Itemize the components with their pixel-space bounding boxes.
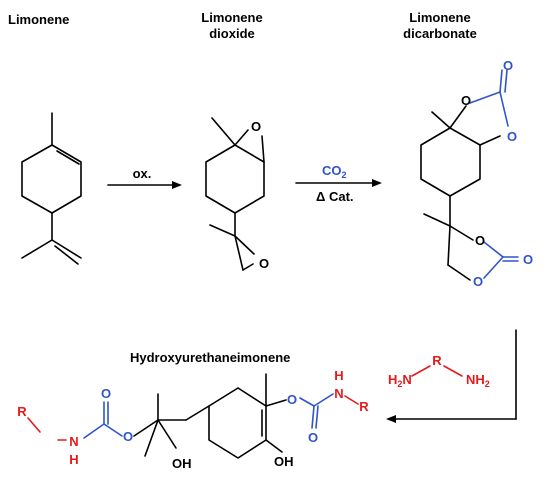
hydroxyurethane-structure [27, 373, 359, 459]
dicarbonate-title-line1: Limonene [409, 10, 470, 25]
ox-label: ox. [133, 166, 152, 181]
tertiary-hydroxyl: OH [172, 456, 192, 471]
diamine-reagent: H2N R NH2 [388, 353, 490, 389]
carbonyl-oxygen-left: O [101, 386, 111, 401]
limonene-title: Limonene [8, 12, 69, 27]
arrow-oxidation: ox. [107, 166, 182, 189]
dicarbonate-title-line2: dicarbonate [403, 26, 477, 41]
enol-hydroxyl: OH [274, 454, 294, 469]
arrow-aminolysis [386, 329, 517, 423]
r-group-right: R [359, 399, 369, 414]
carbonyl-oxygen-2: O [523, 252, 533, 267]
carbonate-ring-oxygen-2: O [507, 129, 517, 144]
diamine-r-group: R [432, 353, 442, 368]
carbonyl-oxygen-1: O [503, 58, 513, 73]
carbonyl-oxygen-right: O [308, 430, 318, 445]
r-group-left: R [17, 404, 27, 419]
carbonate-ring-oxygen-1: O [461, 93, 471, 108]
limonene-dicarbonate-structure [420, 69, 519, 281]
carbonate-ring-oxygen-4: O [473, 274, 483, 289]
nh-hydrogen-left: H [69, 452, 78, 467]
nh-hydrogen-right: H [334, 368, 343, 383]
epoxide-oxygen-side: O [259, 256, 269, 271]
nh-nitrogen-right: N [334, 386, 343, 401]
dioxide-title-line1: Limonene [201, 10, 262, 25]
urethane-oxygen-left: O [123, 429, 133, 444]
arrow-carbonation: CO2 Δ Cat. [295, 163, 382, 204]
dioxide-title-line2: dioxide [209, 26, 255, 41]
co2-label: CO2 [322, 163, 347, 180]
carbonate-ring-oxygen-3: O [475, 233, 485, 248]
urethane-oxygen-right: O [287, 392, 297, 407]
product-title: Hydroxyurethaneimonene [130, 350, 290, 365]
limonene-dioxide-structure [205, 117, 265, 271]
heat-catalyst-label: Δ Cat. [316, 189, 354, 204]
nh2-group: NH2 [466, 372, 490, 389]
h2n-group: H2N [388, 372, 412, 389]
limonene-structure [21, 112, 82, 265]
epoxide-oxygen-ring: O [251, 119, 261, 134]
nh-nitrogen-left: N [69, 434, 78, 449]
